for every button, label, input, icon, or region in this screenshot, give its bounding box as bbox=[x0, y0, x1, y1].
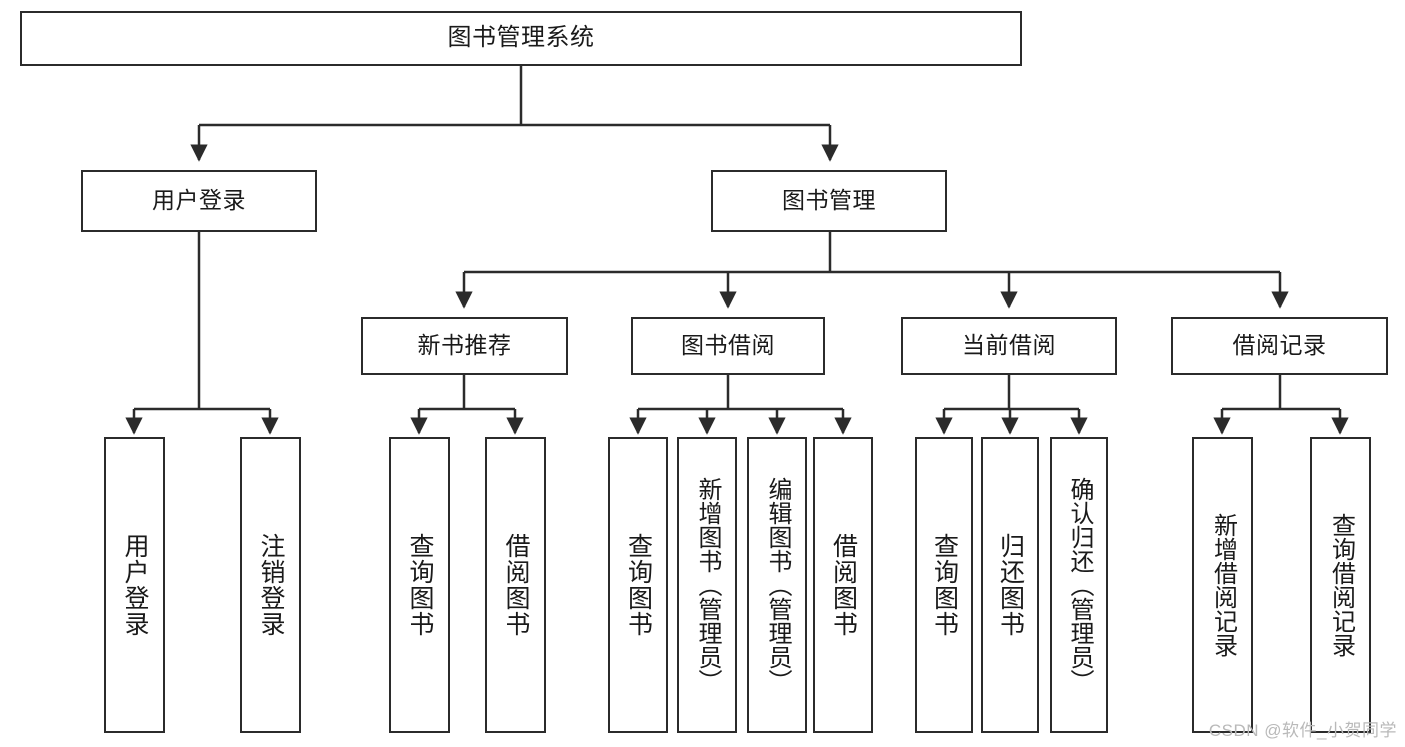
leaf-record-query-record[interactable]: 查询借阅记录 bbox=[1310, 437, 1371, 733]
node-user-login[interactable]: 用户登录 bbox=[81, 170, 317, 232]
leaf-current-return-book[interactable]: 归还图书 bbox=[981, 437, 1039, 733]
leaf-borrow-query-book[interactable]: 查询图书 bbox=[608, 437, 668, 733]
node-label: 图书管理 bbox=[782, 187, 876, 214]
node-borrow-record[interactable]: 借阅记录 bbox=[1171, 317, 1388, 375]
leaf-new-book-query[interactable]: 查询图书 bbox=[389, 437, 450, 733]
node-current-borrow[interactable]: 当前借阅 bbox=[901, 317, 1117, 375]
node-new-book-recommend[interactable]: 新书推荐 bbox=[361, 317, 568, 375]
node-label: 新增借阅记录 bbox=[1209, 513, 1237, 657]
watermark: CSDN @软件_小贺同学 bbox=[1208, 721, 1397, 740]
node-book-management[interactable]: 图书管理 bbox=[711, 170, 947, 232]
node-root-system[interactable]: 图书管理系统 bbox=[20, 11, 1022, 66]
leaf-user-login-signout[interactable]: 注销登录 bbox=[240, 437, 301, 733]
leaf-user-login-signin[interactable]: 用户登录 bbox=[104, 437, 165, 733]
leaf-current-query-book[interactable]: 查询图书 bbox=[915, 437, 973, 733]
node-book-borrow[interactable]: 图书借阅 bbox=[631, 317, 825, 375]
node-label: 图书借阅 bbox=[681, 332, 775, 359]
node-label: 查询图书 bbox=[624, 533, 653, 637]
node-label: 借阅图书 bbox=[502, 533, 530, 637]
node-label: 用户登录 bbox=[152, 187, 246, 214]
node-label: 查询图书 bbox=[930, 533, 959, 637]
node-label: 图书管理系统 bbox=[447, 24, 595, 52]
leaf-current-confirm-return-admin[interactable]: 确认归还（管理员） bbox=[1050, 437, 1108, 733]
node-label: 编辑图书（管理员） bbox=[763, 477, 791, 693]
node-label: 注销登录 bbox=[257, 533, 285, 637]
node-label: 确认归还（管理员） bbox=[1065, 477, 1093, 693]
leaf-borrow-borrow-book[interactable]: 借阅图书 bbox=[813, 437, 873, 733]
node-label: 当前借阅 bbox=[962, 332, 1056, 359]
leaf-borrow-add-book-admin[interactable]: 新增图书（管理员） bbox=[677, 437, 737, 733]
leaf-new-book-borrow[interactable]: 借阅图书 bbox=[485, 437, 546, 733]
leaf-record-add-record[interactable]: 新增借阅记录 bbox=[1192, 437, 1253, 733]
node-label: 新增图书（管理员） bbox=[693, 477, 721, 693]
node-label: 新书推荐 bbox=[417, 332, 512, 359]
node-label: 借阅记录 bbox=[1232, 332, 1327, 359]
node-label: 用户登录 bbox=[121, 533, 149, 637]
node-label: 借阅图书 bbox=[829, 533, 858, 637]
node-label: 查询图书 bbox=[406, 533, 434, 637]
node-label: 查询借阅记录 bbox=[1327, 513, 1355, 657]
node-label: 归还图书 bbox=[996, 533, 1025, 637]
leaf-borrow-edit-book-admin[interactable]: 编辑图书（管理员） bbox=[747, 437, 807, 733]
